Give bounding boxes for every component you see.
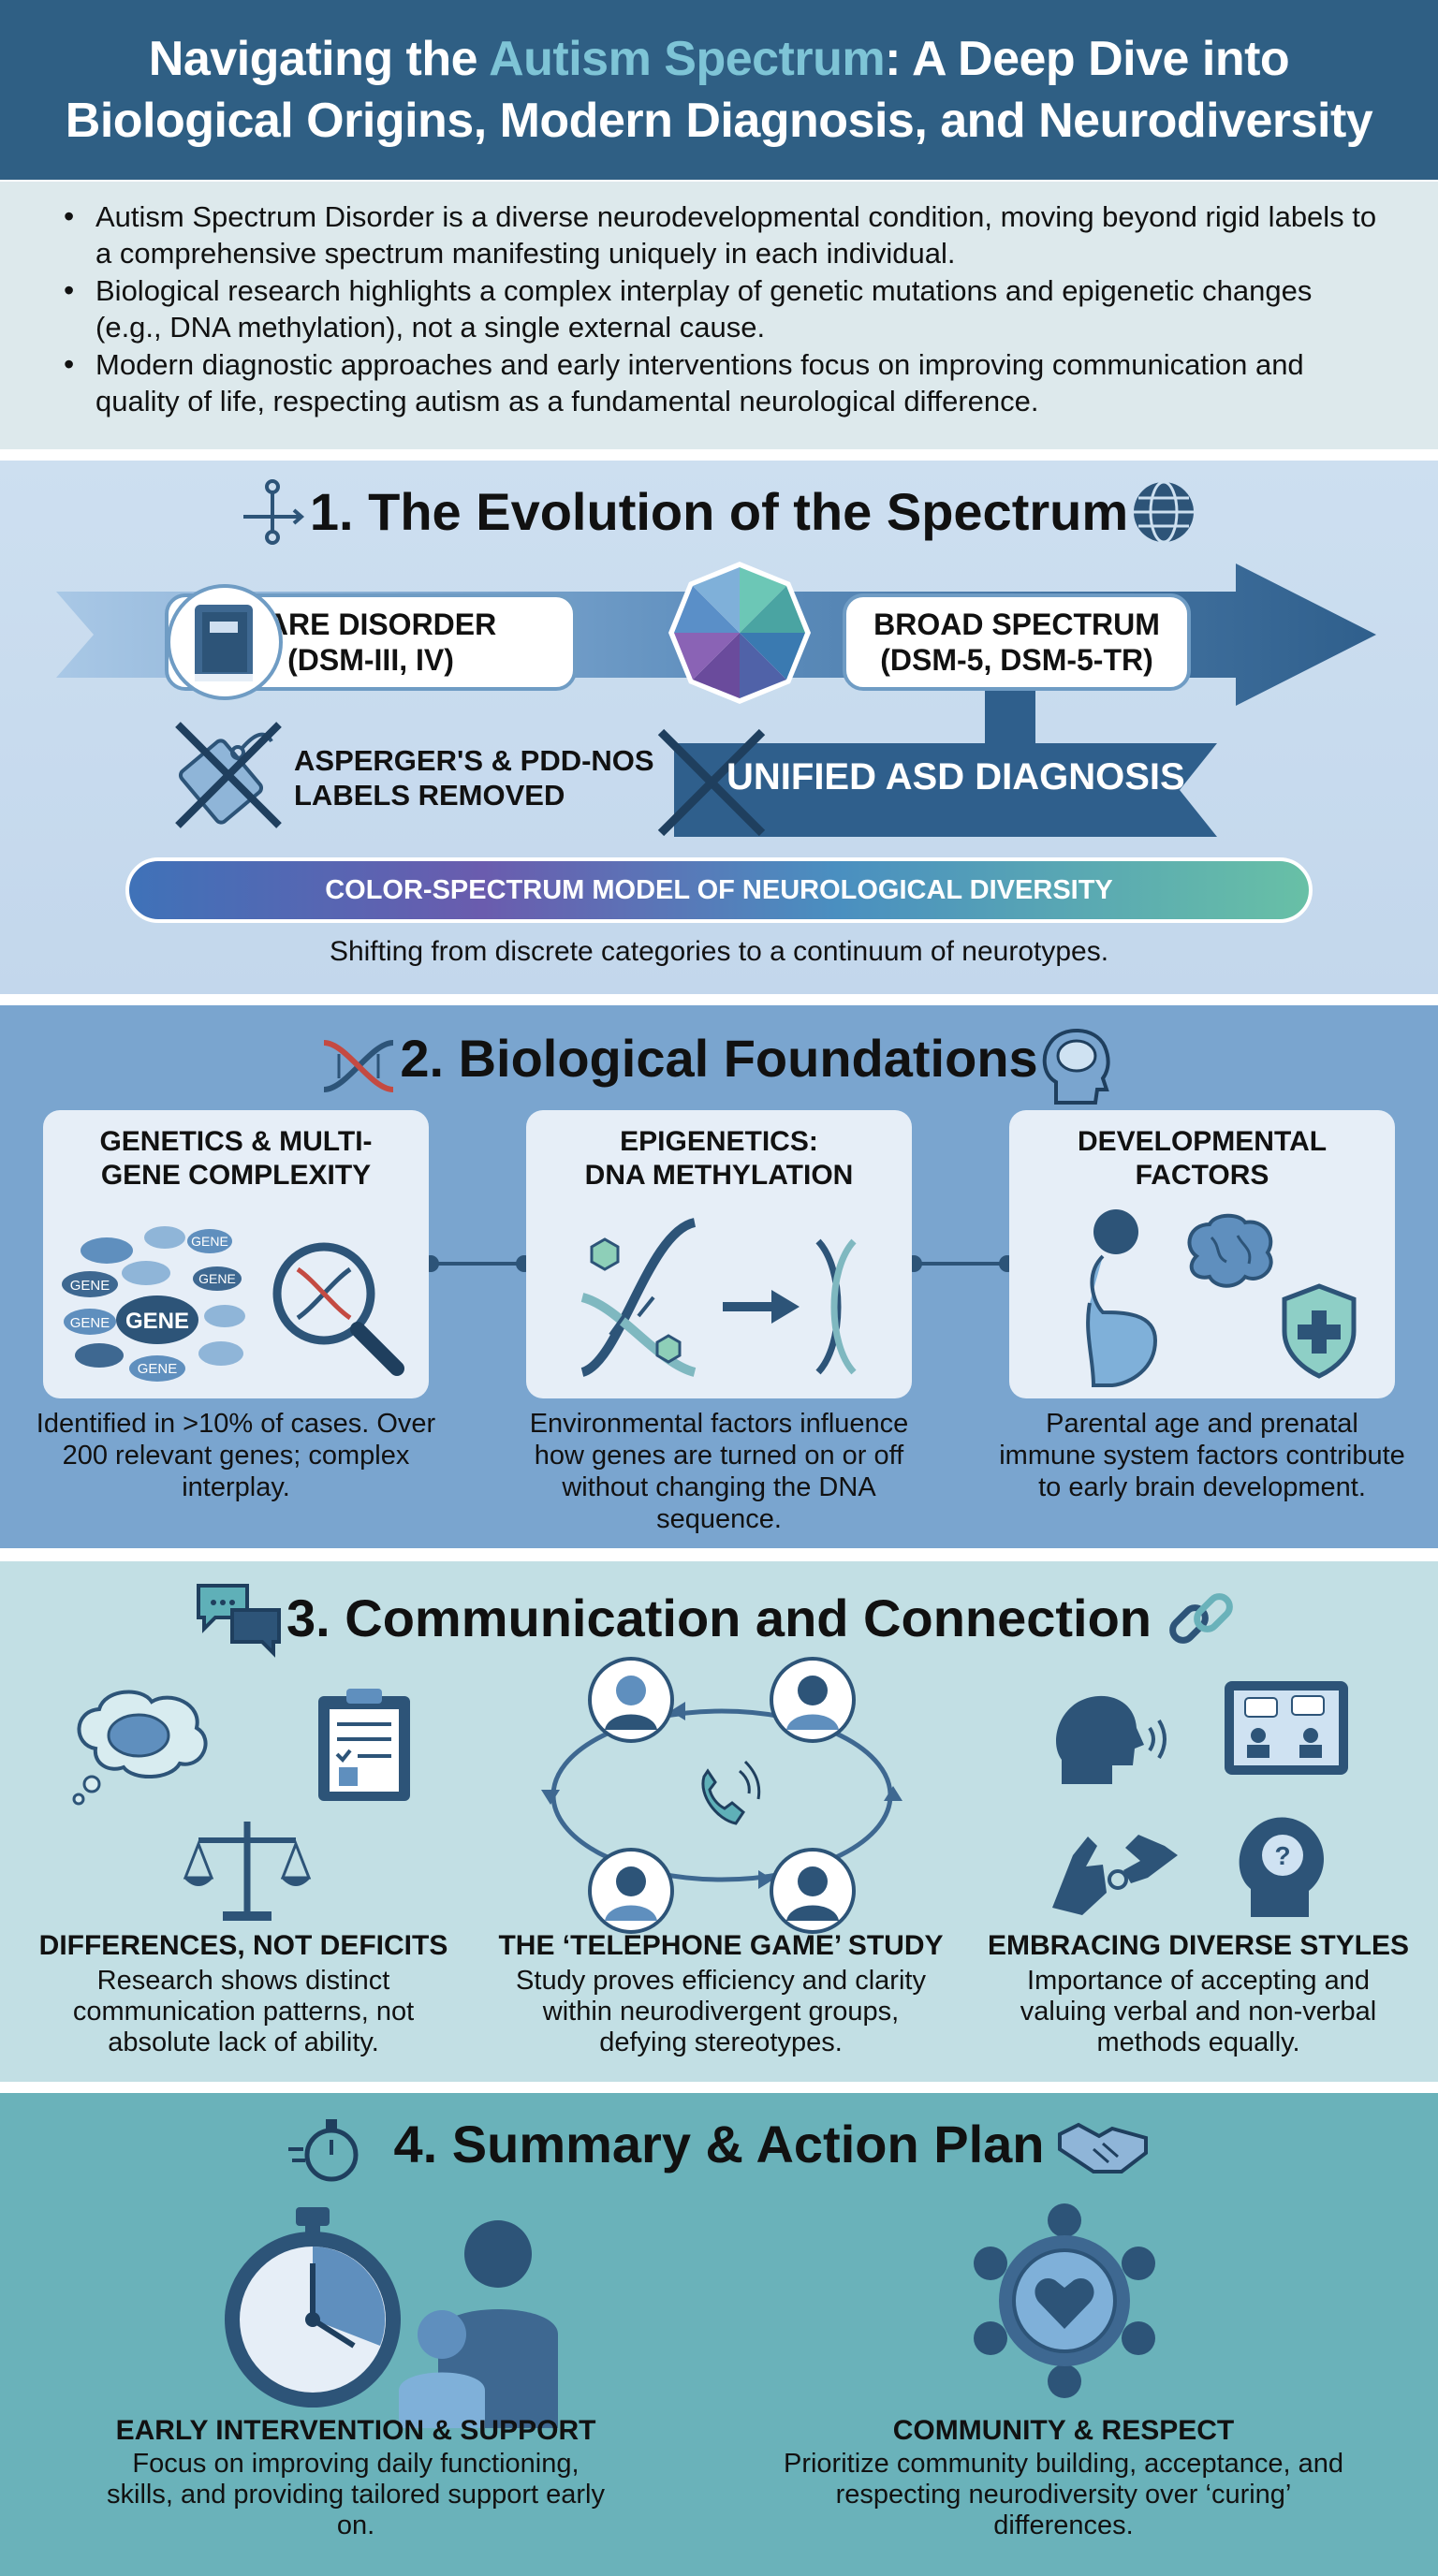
genetics-card: GENETICS & MULTI-GENE COMPLEXITY GENE GE… — [43, 1110, 429, 1398]
gene-word: GENE — [70, 1315, 110, 1331]
brain-icon — [1187, 1213, 1273, 1288]
flow-icon — [243, 479, 305, 545]
gene-word: GENE — [70, 1278, 110, 1294]
person-icon — [770, 1657, 856, 1743]
dna-icon — [323, 1040, 394, 1092]
phone-icon — [701, 1760, 761, 1825]
section-action-plan: 4. Summary & Action Plan EARLY INTERVENT… — [0, 2093, 1438, 2576]
chat-icon — [197, 1584, 281, 1658]
gene-cloud-icon: GENE GENE GENE GENE GENE GENE — [62, 1226, 404, 1382]
person-icon — [588, 1848, 674, 1934]
section-title: 4. Summary & Action Plan — [393, 2115, 1045, 2174]
differences-desc: Research shows distinct communication pa… — [72, 1966, 415, 2057]
clipboard-icon — [318, 1689, 410, 1801]
genetics-desc: Identified in >10% of cases. Over 200 re… — [36, 1409, 436, 1502]
community-title: COMMUNITY & RESPECT — [892, 2415, 1235, 2446]
page-title-line1: Navigating the Autism Spectrum: A Deep D… — [148, 32, 1290, 86]
title-accent: Autism Spectrum — [489, 32, 886, 86]
rare-disorder-label: RARE DISORDER(DSM-III, IV) — [165, 593, 577, 691]
dna-methylation-icon — [580, 1218, 857, 1377]
head-brain-icon — [1042, 1029, 1110, 1105]
scales-icon — [183, 1822, 312, 1921]
epigenetics-desc: Environmental factors influence how gene… — [529, 1409, 909, 1534]
early-intervention-desc: Focus on improving daily functioning, sk… — [107, 2449, 605, 2540]
gene-word: GENE — [138, 1361, 178, 1377]
sign-hands-icon — [1052, 1835, 1178, 1915]
person-icon — [588, 1657, 674, 1743]
section-evolution: 1. The Evolution of the Spectrum RARE DI… — [0, 461, 1438, 994]
pregnant-icon — [1086, 1209, 1158, 1387]
broad-spectrum-label: BROAD SPECTRUM(DSM-5, DSM-5-TR) — [843, 593, 1191, 691]
section-biological: 2. Biological Foundations GENETICS & MUL… — [0, 1005, 1438, 1548]
telephone-desc: Study proves efficiency and clarity with… — [516, 1966, 926, 2057]
section-title: 2. Biological Foundations — [400, 1029, 1038, 1088]
early-intervention-title: EARLY INTERVENTION & SUPPORT — [115, 2415, 596, 2446]
spectrum-model-bar: COLOR-SPECTRUM MODEL OF NEUROLOGICAL DIV… — [125, 857, 1313, 923]
thought-brain-icon — [72, 1690, 208, 1806]
section1-caption: Shifting from discrete categories to a c… — [329, 936, 1109, 967]
tag-icon — [175, 722, 282, 828]
cross-mark-icon — [657, 728, 766, 837]
section-communication: 3. Communication and Connection — [0, 1561, 1438, 2082]
intro-bullet: Modern diagnostic approaches and early i… — [64, 346, 1382, 419]
stopwatch-icon — [288, 2119, 359, 2182]
intro-summary: Autism Spectrum Disorder is a diverse ne… — [0, 182, 1438, 449]
tablet-icon — [1225, 1681, 1348, 1775]
svg-text:?: ? — [1274, 1841, 1290, 1870]
shield-icon — [1282, 1283, 1357, 1379]
question-head-icon: ? — [1239, 1817, 1324, 1917]
magnifier-icon — [272, 1242, 404, 1376]
differences-title: DIFFERENCES, NOT DEFICITS — [38, 1930, 448, 1961]
parent-child-icon — [399, 2220, 558, 2428]
link-icon — [1169, 1593, 1233, 1644]
telephone-game-icon — [541, 1657, 902, 1934]
diverse-styles-desc: Importance of accepting and valuing verb… — [1020, 1966, 1377, 2057]
globe-icon — [1134, 480, 1194, 544]
handshake-icon — [1058, 2122, 1148, 2174]
intro-bullet: Biological research highlights a complex… — [64, 272, 1382, 345]
community-heart-icon — [974, 2203, 1155, 2398]
speaking-head-icon — [1056, 1695, 1167, 1784]
diverse-styles-title: EMBRACING DIVERSE STYLES — [987, 1930, 1410, 1961]
gene-word: GENE — [191, 1234, 228, 1249]
epigenetics-card: EPIGENETICS:DNA METHYLATION — [526, 1110, 912, 1398]
person-icon — [770, 1848, 856, 1934]
clock-icon — [225, 2207, 401, 2408]
page-header: Navigating the Autism Spectrum: A Deep D… — [0, 0, 1438, 180]
spectrum-octagon-icon — [668, 562, 811, 704]
community-desc: Prioritize community building, acceptanc… — [783, 2449, 1344, 2540]
developmental-desc: Parental age and prenatal immune system … — [999, 1409, 1405, 1502]
telephone-title: THE ‘TELEPHONE GAME’ STUDY — [498, 1930, 944, 1961]
unified-diagnosis-banner: UNIFIED ASD DIAGNOSIS — [726, 756, 1185, 798]
book-icon — [167, 584, 283, 700]
section-title: 1. The Evolution of the Spectrum — [309, 482, 1129, 541]
gene-word: GENE — [125, 1309, 189, 1334]
section-title: 3. Communication and Connection — [286, 1588, 1152, 1647]
gene-word: GENE — [198, 1271, 236, 1286]
page-title-line2: Biological Origins, Modern Diagnosis, an… — [65, 94, 1373, 148]
intro-bullet: Autism Spectrum Disorder is a diverse ne… — [64, 198, 1382, 271]
